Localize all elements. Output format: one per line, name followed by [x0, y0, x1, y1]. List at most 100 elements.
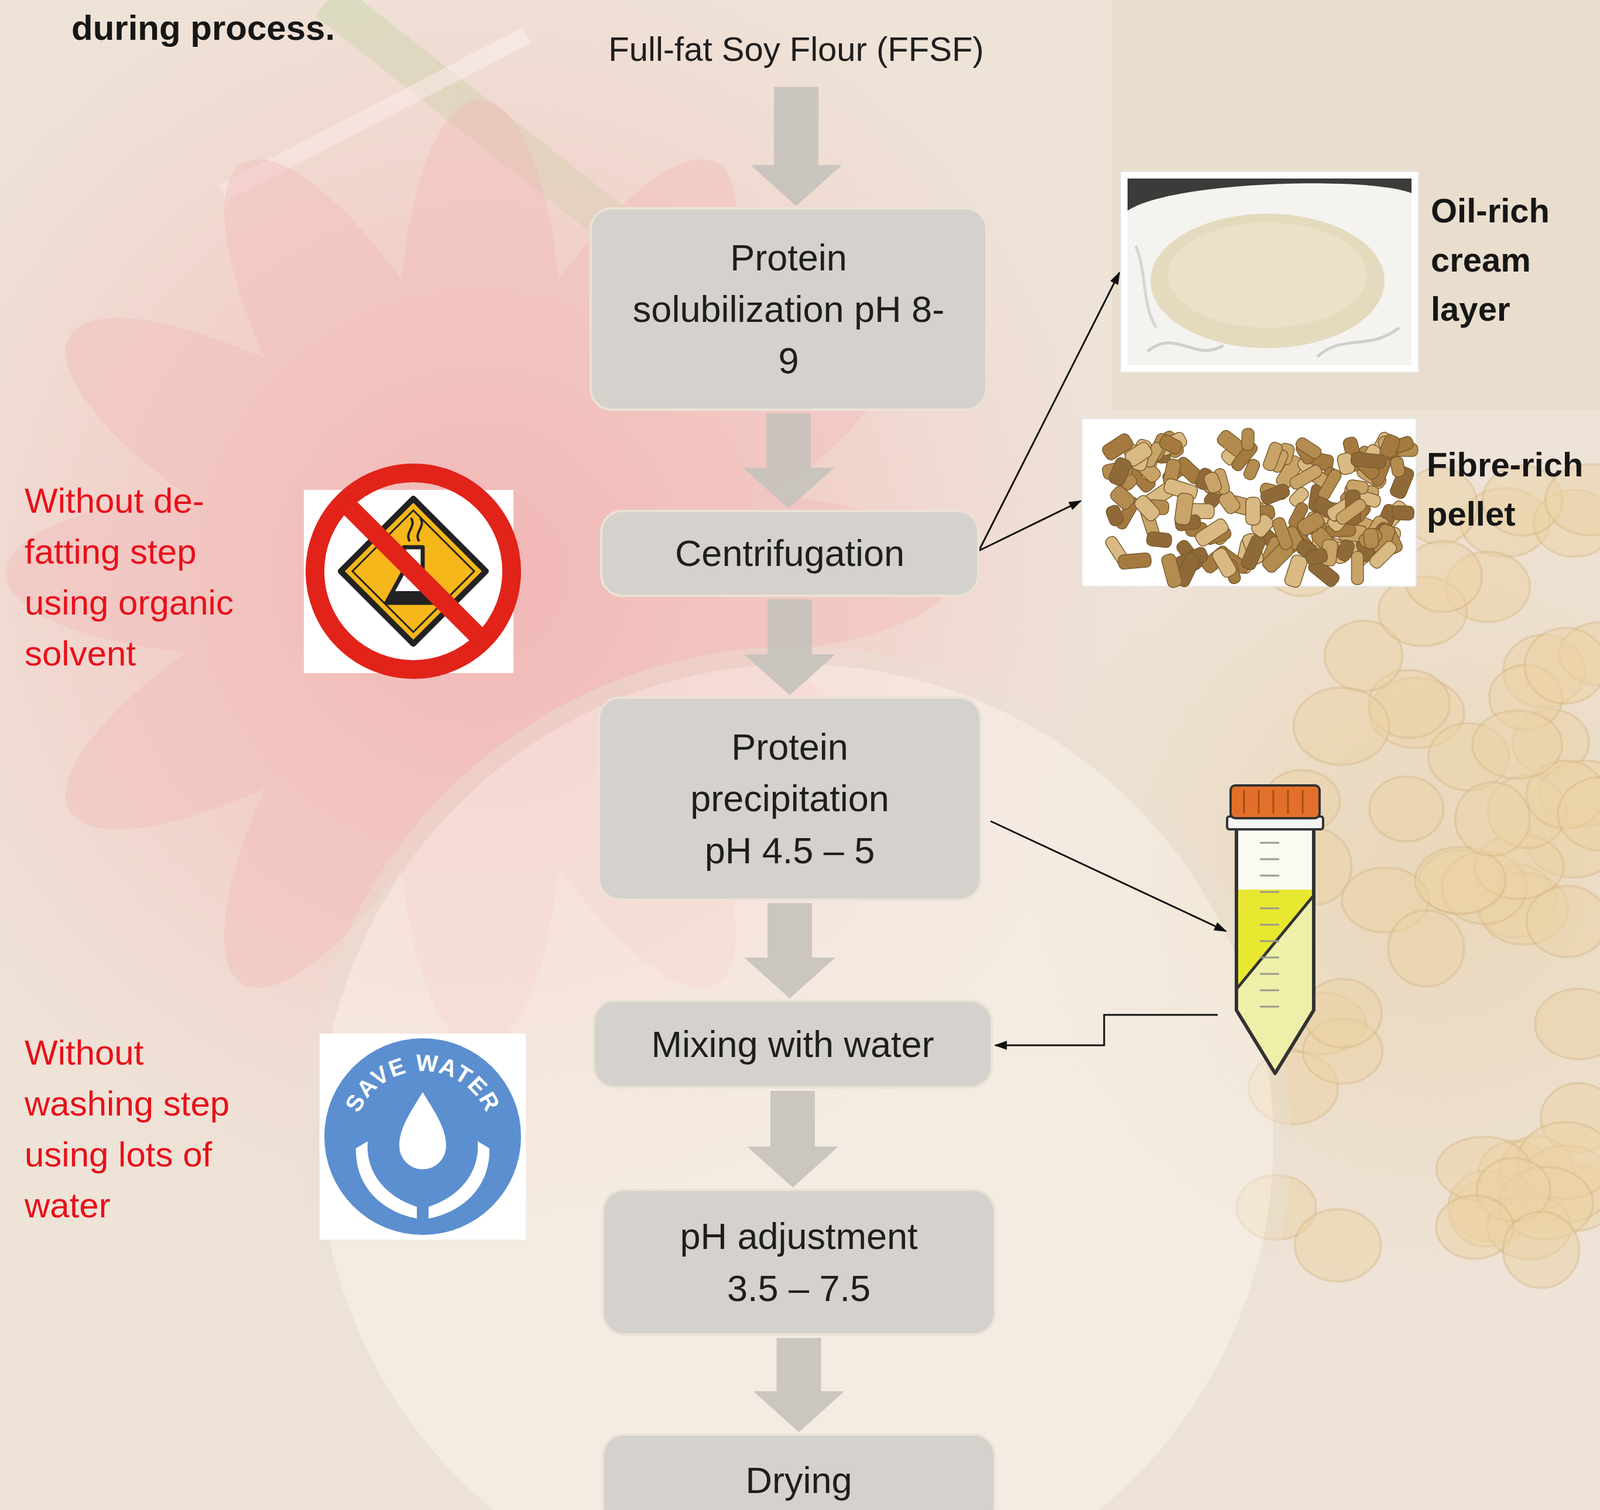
- no-solvent-icon: [344, 502, 483, 641]
- icon-text: SAVE WATER: [340, 1049, 506, 1116]
- soybean: [1436, 1196, 1514, 1260]
- process-label: Drying: [635, 1454, 964, 1507]
- soybean: [1388, 910, 1465, 988]
- save-water-icon: SAVE WATER: [319, 1033, 526, 1240]
- soy-pellet: [1261, 440, 1284, 473]
- test-tube: [1236, 895, 1314, 990]
- save-water-icon: [428, 1141, 490, 1219]
- tube-tick: [1259, 858, 1280, 861]
- cream-photo: [1127, 183, 1412, 366]
- icon-text-holder: SAVE WATER: [340, 1049, 506, 1116]
- tube-tick: [1259, 989, 1280, 992]
- soy-pellet: [1160, 552, 1183, 589]
- process-label: Mixing with water: [617, 1018, 969, 1071]
- soy-pellet: [1202, 470, 1223, 495]
- tube-tick: [1259, 957, 1280, 959]
- cream-photo: [1317, 327, 1400, 358]
- soy-pellet: [1351, 551, 1364, 585]
- process-label: Protein precipitation pH 4.5 – 5: [675, 721, 904, 877]
- soy-pellet: [1146, 531, 1173, 548]
- soy-pellet: [1270, 516, 1294, 552]
- soy-pellet: [1304, 547, 1329, 566]
- side-note: Without de-fatting step using organic so…: [24, 475, 259, 680]
- header-fragment: during process.: [71, 2, 599, 54]
- test-tube: [1259, 843, 1280, 1007]
- soy-pellet: [1107, 456, 1133, 488]
- soy-pellet: [1210, 546, 1238, 579]
- cream-photo: [1167, 222, 1367, 328]
- flow-arrow: [753, 1338, 845, 1433]
- soy-pellet: [1117, 552, 1152, 570]
- save-water-icon: [399, 1092, 447, 1170]
- process-box: Mixing with water: [592, 999, 993, 1089]
- process-box: Centrifugation: [600, 509, 980, 598]
- tube-tick: [1259, 908, 1280, 910]
- tube-tick: [1259, 940, 1280, 943]
- process-label: Protein solubilization pH 8- 9: [629, 231, 949, 387]
- process-box: Protein solubilization pH 8- 9: [589, 207, 988, 411]
- flow-arrow: [750, 87, 842, 207]
- leader-line: [978, 501, 1081, 551]
- photo-caption: Fibre-rich pellet: [1426, 440, 1597, 539]
- soybean: [1236, 449, 1600, 1288]
- soybean: [1502, 1211, 1579, 1288]
- soybean: [1472, 710, 1562, 779]
- process-label: pH adjustment 3.5 – 7.5: [664, 1210, 934, 1314]
- leader-line: [995, 1015, 1218, 1046]
- no-solvent-icon: [314, 473, 512, 670]
- pellet-photo: [1081, 418, 1417, 587]
- soybean: [1526, 886, 1600, 958]
- process-box: Protein precipitation pH 4.5 – 5: [597, 696, 982, 901]
- test-tube: [1227, 785, 1324, 1074]
- cream-photo: [1120, 171, 1419, 373]
- soybean: [1455, 782, 1530, 857]
- cream-photo: [1150, 213, 1385, 349]
- test-tube: [1287, 790, 1290, 814]
- no-solvent-icon: [340, 498, 486, 644]
- leader-line: [990, 821, 1226, 932]
- cream-photo: [1147, 343, 1224, 352]
- flow-arrow: [744, 599, 836, 696]
- tube-tick: [1259, 842, 1280, 845]
- cream-photo: [1120, 171, 1419, 373]
- flow-arrow: [744, 903, 836, 999]
- test-tube: [1236, 895, 1314, 1074]
- tube-tick: [1259, 973, 1280, 976]
- soybean: [1293, 687, 1390, 766]
- test-tube: [1243, 790, 1246, 814]
- soy-pellet: [1173, 492, 1194, 526]
- start-label: Full-fat Soy Flour (FFSF): [515, 25, 1078, 73]
- soy-pellet: [1157, 433, 1185, 457]
- test-tube: [1230, 785, 1320, 819]
- soy-pellet: [1259, 482, 1292, 507]
- soybean: [1535, 988, 1600, 1060]
- soy-pellet: [1389, 456, 1406, 478]
- photo-caption: Oil-rich cream layer: [1430, 186, 1596, 334]
- soybean: [1557, 777, 1600, 852]
- soy-pellet: [1293, 436, 1324, 461]
- soybean: [1524, 628, 1600, 704]
- test-tube: [1302, 790, 1304, 814]
- soybean: [1369, 776, 1444, 842]
- no-solvent-icon: [303, 473, 514, 674]
- process-box: pH adjustment 3.5 – 7.5: [601, 1189, 996, 1336]
- soy-pellet: [1241, 428, 1255, 451]
- burlap: [1112, 0, 1600, 410]
- test-tube: [1236, 828, 1314, 1074]
- bowl: [310, 655, 1283, 1510]
- soy-pellet: [1362, 528, 1379, 550]
- test-tube: [1272, 790, 1275, 814]
- side-note: Without washing step using lots of water: [24, 1027, 259, 1232]
- cream-photo: [1135, 245, 1157, 328]
- pellet-photo: [1081, 418, 1418, 589]
- process-label: Centrifugation: [625, 527, 954, 579]
- tube-tick: [1259, 1006, 1280, 1009]
- flow-arrow: [747, 1091, 839, 1188]
- soy-pellet: [1350, 451, 1387, 469]
- start-text: Full-fat Soy Flour (FFSF): [503, 13, 1089, 85]
- soybean: [1294, 1209, 1382, 1282]
- save-water-icon: [319, 1033, 526, 1240]
- soy-pellet: [1132, 493, 1162, 524]
